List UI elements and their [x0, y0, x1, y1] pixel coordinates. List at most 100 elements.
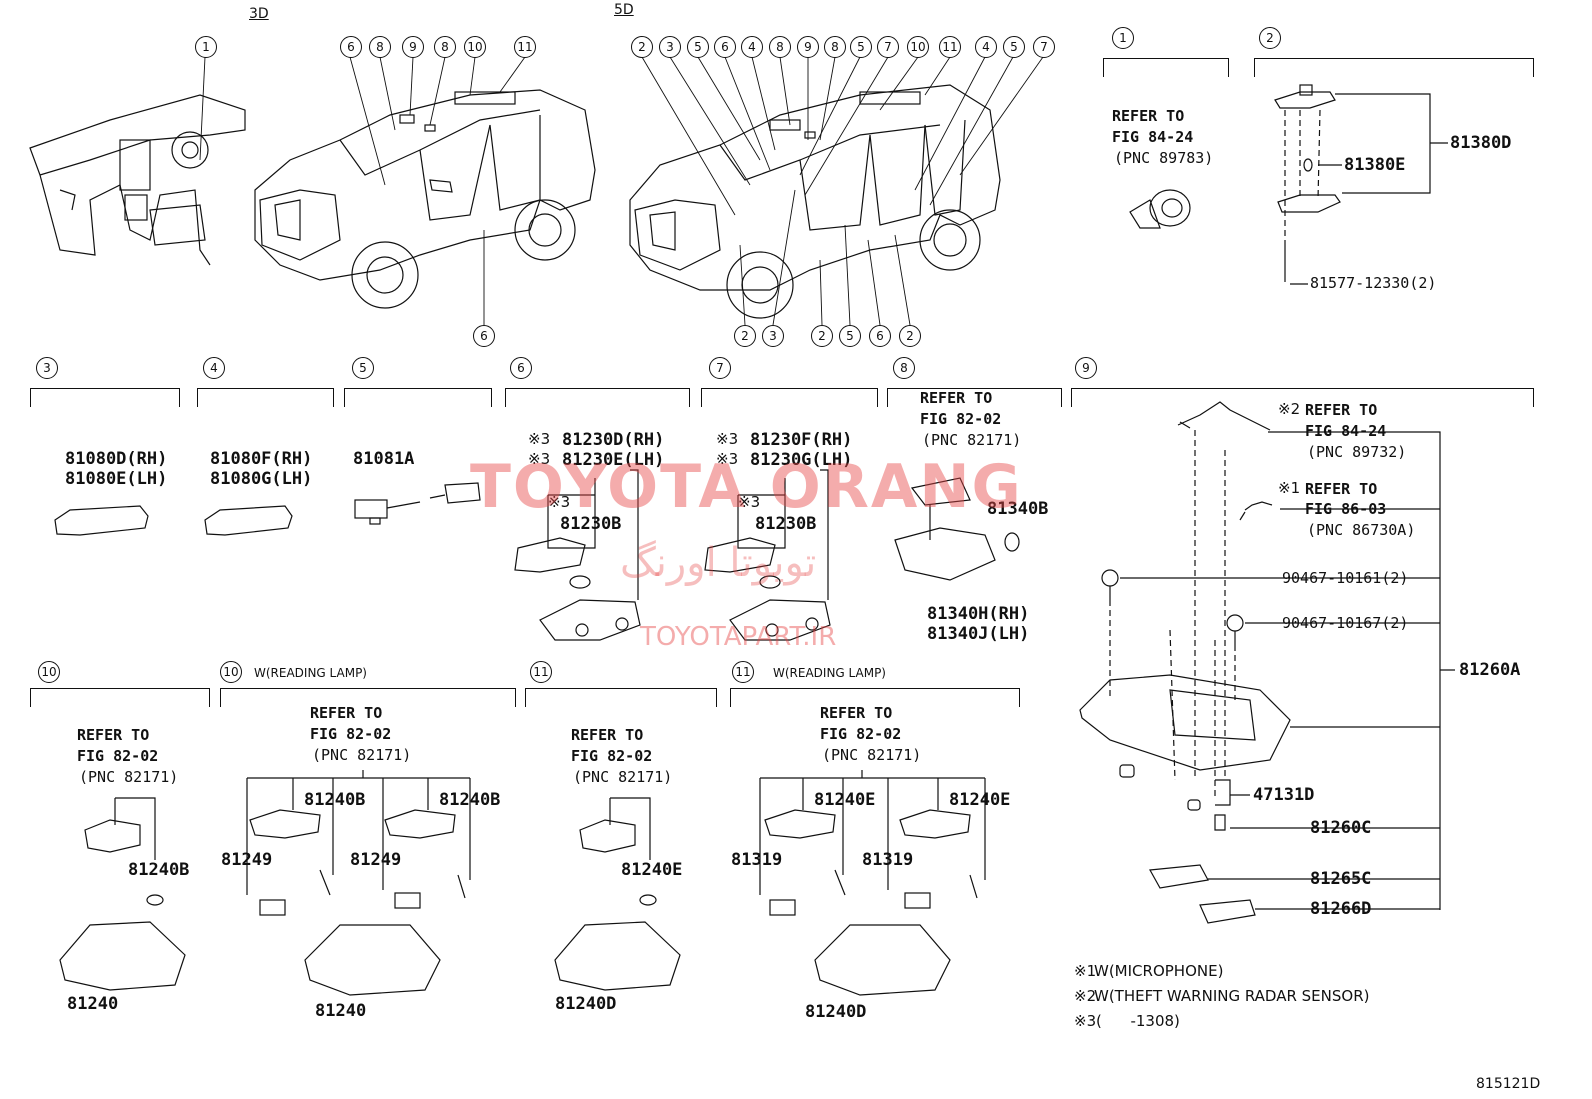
part-number[interactable]: 81240 — [67, 994, 119, 1014]
callout-5d-bottom[interactable]: 3 — [762, 325, 784, 347]
part-sketch-s5 — [354, 482, 481, 525]
callout-5d[interactable]: 5 — [1003, 36, 1025, 58]
part-number[interactable]: 81240D — [805, 1002, 867, 1022]
note-mark: ※3 — [716, 430, 739, 448]
callout-5d-bottom[interactable]: 5 — [839, 325, 861, 347]
callout-5d[interactable]: 5 — [850, 36, 872, 58]
part-number[interactable]: 81340J(LH) — [927, 624, 1030, 644]
callout-5d[interactable]: 8 — [824, 36, 846, 58]
refer-fig[interactable]: FIG 82-02 — [571, 747, 653, 765]
part-number[interactable]: 81081A — [353, 449, 415, 469]
part-number[interactable]: 81240B — [304, 790, 366, 810]
part-number[interactable]: 47131D — [1253, 785, 1315, 805]
part-number[interactable]: 81240D — [555, 994, 617, 1014]
callout-3d[interactable]: 8 — [434, 36, 456, 58]
callout-3d[interactable]: 6 — [340, 36, 362, 58]
part-number[interactable]: 81340B — [987, 499, 1049, 519]
callout-3d[interactable]: 10 — [464, 36, 486, 58]
part-number[interactable]: 81249 — [221, 850, 273, 870]
callout-5d[interactable]: 3 — [659, 36, 681, 58]
part-number[interactable]: 81319 — [731, 850, 783, 870]
callout-5d[interactable]: 10 — [907, 36, 929, 58]
part-number[interactable]: 81266D — [1310, 899, 1372, 919]
part-number[interactable]: 90467-10161(2) — [1282, 569, 1409, 587]
part-number[interactable]: 81230F(RH) — [750, 430, 853, 450]
part-number[interactable]: 81240E — [814, 790, 876, 810]
callout-5d[interactable]: 4 — [741, 36, 763, 58]
part-number[interactable]: 81260A — [1459, 660, 1521, 680]
callout-5d[interactable]: 7 — [877, 36, 899, 58]
refer-fig[interactable]: FIG 82-02 — [77, 747, 159, 765]
part-number[interactable]: 81080E(LH) — [65, 469, 168, 489]
part-number[interactable]: 81260C — [1310, 818, 1372, 838]
refer-pnc: (PNC 82171) — [922, 431, 1022, 449]
callout-5d[interactable]: 7 — [1033, 36, 1055, 58]
callout-3d[interactable]: 8 — [369, 36, 391, 58]
callout-3d[interactable]: 1 — [195, 36, 217, 58]
callout-5d-bottom[interactable]: 2 — [811, 325, 833, 347]
section-number: 11 — [530, 661, 552, 683]
callout-5d[interactable]: 2 — [631, 36, 653, 58]
watermark-brand: TOYOTA ORANG — [470, 452, 1023, 522]
callout-5d[interactable]: 9 — [797, 36, 819, 58]
part-number[interactable]: 81240E — [621, 860, 683, 880]
refer-to: REFER TO — [1305, 401, 1378, 419]
section-number: 6 — [510, 357, 532, 379]
part-number[interactable]: 81340H(RH) — [927, 604, 1030, 624]
part-number[interactable]: 81380D — [1450, 133, 1512, 153]
callout-5d[interactable]: 4 — [975, 36, 997, 58]
callout-5d[interactable]: 11 — [939, 36, 961, 58]
section-bracket — [220, 688, 516, 707]
refer-fig[interactable]: FIG 84-24 — [1305, 422, 1387, 440]
part-number[interactable]: 81240B — [128, 860, 190, 880]
callout-5d-bottom[interactable]: 2 — [899, 325, 921, 347]
refer-pnc: (PNC 89783) — [1114, 149, 1214, 167]
part-number[interactable]: 90467-10167(2) — [1282, 614, 1409, 632]
section-bracket — [525, 688, 717, 707]
part-number[interactable]: 81080D(RH) — [65, 449, 168, 469]
callout-3d[interactable]: 11 — [514, 36, 536, 58]
part-number[interactable]: 81577-12330(2) — [1310, 274, 1437, 292]
refer-fig[interactable]: FIG 86-03 — [1305, 500, 1387, 518]
note-mark: ※3 — [716, 450, 739, 468]
callout-3d[interactable]: 9 — [402, 36, 424, 58]
refer-pnc: (PNC 89732) — [1307, 443, 1407, 461]
part-number[interactable]: 81230G(LH) — [750, 450, 853, 470]
part-number[interactable]: 81319 — [862, 850, 914, 870]
callout-5d-bottom[interactable]: 6 — [869, 325, 891, 347]
part-number[interactable]: 81249 — [350, 850, 402, 870]
part-number[interactable]: 81230D(RH) — [562, 430, 665, 450]
part-number[interactable]: 81230B — [560, 514, 622, 534]
callout-leaders — [199, 56, 1044, 326]
section-bracket — [1254, 58, 1534, 77]
vehicle-5-door-illustration — [629, 84, 1001, 319]
part-sketch-s11 — [554, 797, 681, 991]
refer-pnc: (PNC 86730A) — [1307, 521, 1416, 539]
callout-5d[interactable]: 5 — [687, 36, 709, 58]
refer-pnc: (PNC 82171) — [573, 768, 673, 786]
part-number[interactable]: 81265C — [1310, 869, 1372, 889]
section-condition: W(READING LAMP) — [254, 666, 367, 680]
callout-5d[interactable]: 8 — [769, 36, 791, 58]
part-number[interactable]: 81240 — [315, 1001, 367, 1021]
callout-5d[interactable]: 6 — [714, 36, 736, 58]
section-condition: W(READING LAMP) — [773, 666, 886, 680]
part-number[interactable]: 81240E — [949, 790, 1011, 810]
refer-fig[interactable]: FIG 82-02 — [310, 725, 392, 743]
section-number: 3 — [36, 357, 58, 379]
part-number[interactable]: 81080F(RH) — [210, 449, 313, 469]
part-number[interactable]: 81230B — [755, 514, 817, 534]
callout-5d-bottom[interactable]: 2 — [734, 325, 756, 347]
note-mark: ※3 — [738, 493, 761, 511]
section-bracket — [30, 388, 180, 407]
refer-to: REFER TO — [820, 704, 893, 722]
refer-fig[interactable]: FIG 82-02 — [820, 725, 902, 743]
refer-fig[interactable]: FIG 82-02 — [920, 410, 1002, 428]
part-number[interactable]: 81080G(LH) — [210, 469, 313, 489]
part-number[interactable]: 81380E — [1344, 155, 1406, 175]
refer-fig[interactable]: FIG 84-24 — [1112, 128, 1194, 146]
watermark-site: TOYOTAPART.IR — [640, 622, 837, 652]
part-number[interactable]: 81230E(LH) — [562, 450, 665, 470]
part-number[interactable]: 81240B — [439, 790, 501, 810]
callout-3d-bottom[interactable]: 6 — [473, 325, 495, 347]
